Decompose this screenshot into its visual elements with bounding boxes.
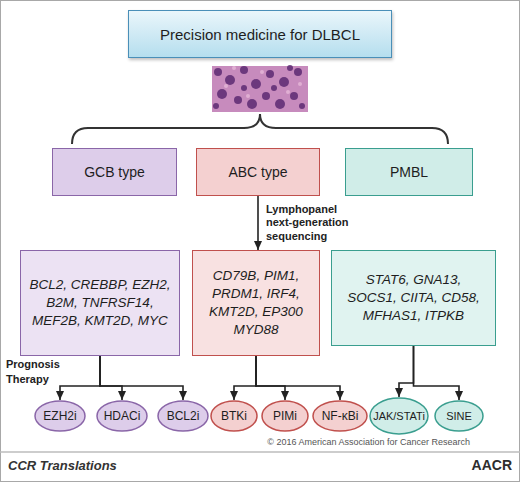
title-box: Precision medicine for DLBCL xyxy=(128,10,392,58)
connector-arrow xyxy=(256,356,340,400)
connector-arrow xyxy=(414,346,460,400)
connector-arrow xyxy=(100,356,122,400)
connector-arrow xyxy=(234,356,256,400)
connector-arrow xyxy=(257,196,259,250)
node-text: Precision medicine for DLBCL xyxy=(160,26,360,43)
connector-arrow xyxy=(100,356,183,400)
node-text: BCL2i xyxy=(167,409,200,423)
therapy-ellipse: HDACi xyxy=(96,400,148,432)
node-text: EZH2i xyxy=(43,409,76,423)
ellipse-shape xyxy=(97,401,147,431)
ellipse-shape xyxy=(435,401,483,431)
therapy-ellipse: BCL2i xyxy=(157,400,209,432)
axis-note: Prognosis xyxy=(6,358,86,370)
connector-arrow xyxy=(60,356,100,400)
subtype-box: ABC type xyxy=(196,148,320,196)
node-text: STAT6, GNA13, SOCS1, CIITA, CD58, MFHAS1… xyxy=(340,271,487,326)
copyright-note: © 2016 American Association for Cancer R… xyxy=(220,437,470,447)
footer-rule xyxy=(0,451,520,453)
therapy-ellipse: EZH2i xyxy=(34,400,86,432)
connector-arrow xyxy=(399,346,414,397)
axis-note: Therapy xyxy=(6,373,86,385)
therapy-ellipse: NF-κBi xyxy=(312,400,368,432)
node-text: JAK/STATi xyxy=(373,410,425,422)
node-text: HDACi xyxy=(104,409,141,423)
node-text: NF-κBi xyxy=(322,409,359,423)
node-text: ABC type xyxy=(228,164,287,180)
therapy-ellipse: PIMi xyxy=(261,400,309,432)
edge-label: Lymphopanel next-generation sequencing xyxy=(266,203,358,243)
cell-cytoplasm xyxy=(224,66,302,98)
publisher-logo: AACR xyxy=(420,457,512,473)
node-text: BCL2, CREBBP, EZH2, B2M, TNFRSF14, MEF2B… xyxy=(29,276,171,331)
node-text: CD79B, PIM1, PRDM1, IRF4, KMT2D, EP300 M… xyxy=(201,267,311,340)
histology-background xyxy=(212,66,308,112)
ellipse-shape xyxy=(211,401,257,431)
ellipse-shape xyxy=(35,401,85,431)
histology-image xyxy=(212,65,308,112)
node-text: BTKi xyxy=(221,409,247,423)
ellipse-shape xyxy=(313,401,367,431)
subtype-box: GCB type xyxy=(52,148,177,196)
gene-box: STAT6, GNA13, SOCS1, CIITA, CD58, MFHAS1… xyxy=(331,250,496,346)
therapy-ellipse: SINE xyxy=(434,400,484,432)
therapy-ellipse: BTKi xyxy=(210,400,258,432)
ellipse-shape xyxy=(370,398,428,434)
subtype-box: PMBL xyxy=(345,148,473,196)
connector-arrow xyxy=(256,356,285,400)
therapy-ellipse: JAK/STATi xyxy=(369,397,429,435)
node-text: GCB type xyxy=(84,164,145,180)
split-bracket xyxy=(72,114,448,144)
ellipse-shape xyxy=(158,401,208,431)
gene-box: CD79B, PIM1, PRDM1, IRF4, KMT2D, EP300 M… xyxy=(192,250,320,356)
node-text: SINE xyxy=(446,410,472,422)
node-text: PIMi xyxy=(273,409,297,423)
ellipse-shape xyxy=(262,401,308,431)
gene-box: BCL2, CREBBP, EZH2, B2M, TNFRSF14, MEF2B… xyxy=(20,250,180,356)
journal-name: CCR Translations xyxy=(8,458,208,473)
node-text: PMBL xyxy=(390,164,428,180)
cell-nuclei xyxy=(213,65,305,109)
